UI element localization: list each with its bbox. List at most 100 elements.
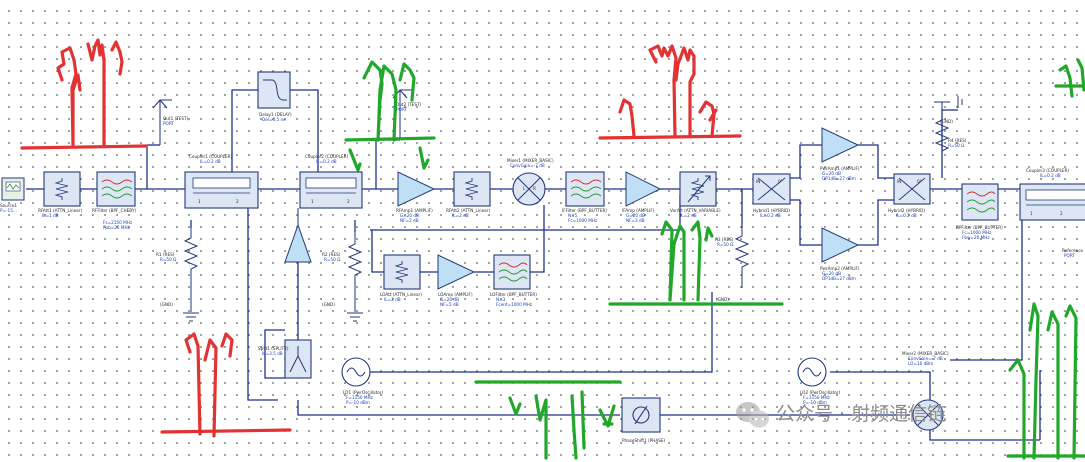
split-sub: IL=3.5 dB — [262, 351, 283, 356]
svg-text:2: 2 — [236, 199, 239, 204]
lo1-oscillator[interactable]: LO1 (PwrOscillator) F=1150 MHz P=-10 dBm — [341, 357, 384, 405]
pa2-sub2: OP1dB=27 dBm — [822, 276, 856, 281]
green-spectrum-2 — [660, 220, 714, 302]
bpfout-label: BPFilter (BPF_BUTTER) — [956, 225, 1003, 230]
resistor-r4[interactable]: R4 (RES) R=50 Ω (GND) — [934, 96, 967, 165]
green-spectrum-1 — [344, 60, 436, 172]
lo-filter[interactable]: LOFilter (BPF_BUTTER) N=3 Fcent=1000 MHz — [490, 254, 537, 307]
lofilter-sub1: N=3 — [496, 297, 506, 302]
rfamp1-sub1: G=20 dB — [400, 213, 419, 218]
out1-label: Out1 (TEST) — [163, 116, 189, 121]
coupler1-label: Coupler1 (COUPLER) — [189, 154, 233, 159]
lo2-sub1: F=1150 MHz — [803, 395, 831, 400]
source-sub: P=-15... — [0, 208, 17, 213]
svg-text:2: 2 — [347, 199, 350, 204]
mixer-2[interactable]: Mixer2 (MIXER_BASIC) ConvGain=-7 dB LO=1… — [902, 351, 949, 431]
reference-sub: PORT — [1064, 253, 1075, 258]
iffilter-sub1: N=5 — [568, 213, 578, 218]
gnd2-label: (GND) — [322, 302, 335, 307]
out1-sub: PORT — [163, 121, 174, 126]
filter1-sub2: Fpb=25 MHz — [103, 225, 131, 230]
filter1-label: RFFilter (BPF_CHEBY) — [92, 208, 136, 213]
green-spectrum-5 — [1006, 302, 1085, 460]
svg-text:R: R — [533, 186, 536, 191]
r2-label: R2 (RES) — [322, 252, 341, 257]
mixer1-sub: ConvGain=-7 dB — [510, 163, 545, 168]
lo1-sub1: F=1150 MHz — [346, 395, 374, 400]
power-amplifier-2[interactable]: PwrAmp2 (AMPLIF) G=20 dB OP1dB=27 dBm — [820, 227, 860, 281]
rf-attenuator-2[interactable]: RFAtt2 (ATTN_Linear) IL=2 dB — [446, 171, 491, 218]
pa1-sub1: G=20 dB — [822, 171, 841, 176]
variable-attenuator[interactable]: VarAtt (ATTN_VARIABLE) IL=2 dB — [670, 171, 721, 218]
svg-text:2: 2 — [1060, 211, 1063, 216]
mixer2-sub2: LO=10 dBm — [908, 361, 933, 366]
iffilter-sub2: Fc=1000 MHz — [568, 218, 598, 223]
coupler-2[interactable]: 1 2 Coupler2 (COUPLER) IL=0.2 dB — [299, 154, 363, 209]
red-baseline-1 — [20, 144, 148, 150]
lo2-sub2: P=-10 dBm — [803, 400, 827, 405]
output-filter[interactable]: BPFilter (BPF_BUTTER) Fc=1000 MHz Fbw=20… — [956, 183, 1003, 240]
red-annotations — [20, 38, 742, 438]
pa1-label: PwrAmp1 (AMPLIF) — [820, 166, 860, 171]
red-spectrum-3 — [184, 332, 234, 438]
if-filter[interactable]: IFFilter (BPF_BUTTER) N=5 Fc=1000 MHz — [562, 171, 607, 223]
r4-sub: R=50 Ω — [948, 143, 965, 148]
atten1-label: RFAtt1 (ATTN_Linear) — [38, 208, 82, 213]
splitter[interactable]: Split1 (SPLIT2) IL=3.5 dB — [258, 339, 312, 379]
lo2-label: LO2 (PwrOscillator) — [800, 390, 841, 395]
lo-attenuator[interactable]: LOAtt (ATTN_Linear) IL=2 dB — [380, 254, 422, 302]
rf-filter-1[interactable]: RFFilter (BPF_CHEBY) Fs=2150 MHz Fpb=25 … — [92, 171, 136, 230]
red-spectrum-2 — [618, 44, 718, 138]
loamp-label: LOAmp (AMPLIF) — [438, 292, 473, 297]
power-amplifier-1[interactable]: PwrAmp1 (AMPLIF) G=20 dB OP1dB=27 dBm — [820, 127, 860, 181]
feedback-amplifier[interactable] — [284, 208, 312, 263]
resistor-r1[interactable]: R1 (RES) R=50 Ω (GND) — [156, 228, 199, 322]
coupler-3[interactable]: 1 2 Coupler3 (COUPLER) IL=0.2 dB Referen… — [1019, 168, 1085, 258]
signal-source[interactable]: Source1 P=-15... — [0, 177, 25, 213]
rfatt2-label: RFAtt2 (ATTN_Linear) — [446, 208, 490, 213]
resistor-r2[interactable]: R2 (RES) R=50 Ω (GND) — [322, 232, 363, 322]
rf-amplifier-1[interactable]: RFAmp1 (AMPLIF) G=20 dB NF=2 dB — [396, 171, 436, 223]
r3-label: R3 (RES) — [715, 237, 734, 242]
phase-shifter[interactable]: PhaseShift1 (PHASE) — [621, 397, 665, 443]
phase-label: PhaseShift1 (PHASE) — [622, 438, 665, 443]
green-spectrum-4 — [1054, 58, 1085, 98]
coupler-1[interactable]: 1 2 Coupler1 (COUPLER) IL=0.2 dB — [184, 154, 259, 209]
vatt-label: VarAtt (ATTN_VARIABLE) — [670, 208, 721, 213]
test-port-out1[interactable]: Out1 (TEST) PORT — [152, 99, 189, 145]
rfatt2-sub: IL=2 dB — [452, 213, 469, 218]
loatt-label: LOAtt (ATTN_Linear) — [380, 292, 422, 297]
ifamp-sub2: NF=3 dB — [626, 218, 645, 223]
hybrid1-sub: IL=0.2 dB — [760, 213, 781, 218]
rf-attenuator-1[interactable]: RFAtt1 (ATTN_Linear) IL=1 dB — [38, 171, 82, 218]
delay-line[interactable]: Delay1 (DELAY) Del=0.5 ns — [257, 71, 292, 122]
reference-label: Reference — [1062, 248, 1084, 253]
iffilter-label: IFFilter (BPF_BUTTER) — [562, 208, 607, 213]
ifamp-label: IFAmp (AMPLIF) — [622, 208, 655, 213]
lo-amplifier[interactable]: LOAmp (AMPLIF) G=20 dB NF=5 dB — [437, 254, 476, 307]
wechat-icon — [736, 402, 769, 428]
filter1-sub1: Fs=2150 MHz — [103, 220, 133, 225]
mixer-1[interactable]: L R Mixer1 (MIXER_BASIC) ConvGain=-7 dB — [507, 158, 554, 206]
svg-text:1: 1 — [311, 199, 314, 204]
resistor-r3[interactable]: R3 (RES) R=50 Ω (GND) — [715, 228, 750, 302]
loamp-sub2: NF=5 dB — [440, 302, 459, 307]
hybrid-coupler-1[interactable]: IN 0° Hybrid1 (HYBRID) IL=0.2 dB — [752, 173, 791, 218]
hybrid-coupler-2[interactable]: IN 0° Hybrid2 (HYBRID) IL=0.2 dB — [888, 173, 931, 218]
lo1-sub2: P=-10 dBm — [346, 400, 370, 405]
gnd1-label: (GND) — [160, 302, 173, 307]
coupler2-sub: IL=0.2 dB — [316, 159, 337, 164]
loamp-sub1: G=20 dB — [440, 297, 459, 302]
lo2-oscillator[interactable]: LO2 (PwrOscillator) F=1150 MHz P=-10 dBm — [797, 357, 841, 405]
coupler3-label: Coupler3 (COUPLER) — [1026, 168, 1070, 173]
svg-text:0°: 0° — [917, 179, 922, 184]
if-amplifier[interactable]: IFAmp (AMPLIF) G=20 dB NF=3 dB — [622, 171, 662, 223]
mixer2-sub1: ConvGain=-7 dB — [908, 356, 943, 361]
rfamp1-sub2: NF=2 dB — [400, 218, 419, 223]
delay-sub: Del=0.5 ns — [262, 117, 285, 122]
hybrid2-sub: IL=0.2 dB — [896, 213, 917, 218]
lofilter-sub2: Fcent=1000 MHz — [496, 302, 533, 307]
gnd4-label: (GND) — [940, 119, 953, 124]
svg-text:1: 1 — [1030, 211, 1033, 216]
